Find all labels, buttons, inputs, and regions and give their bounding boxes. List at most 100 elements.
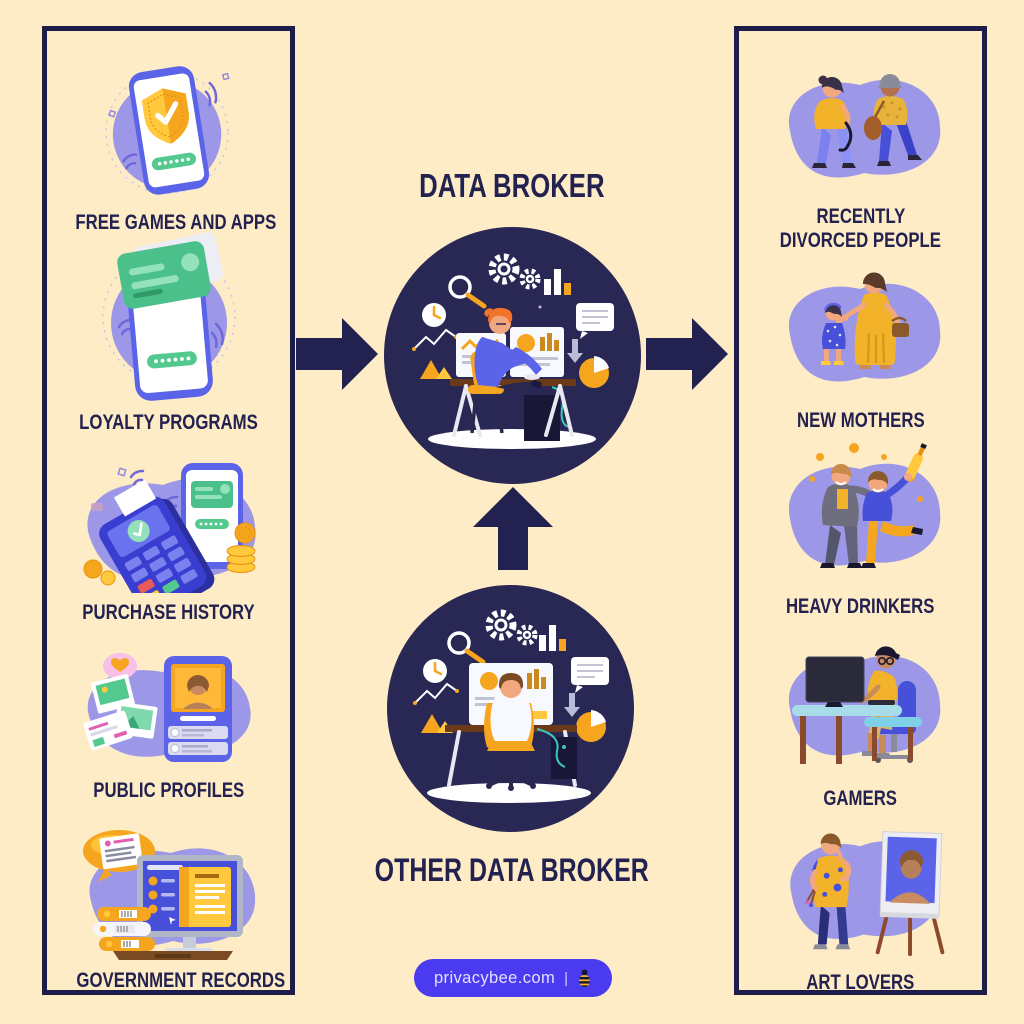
phone-shield-illustration bbox=[104, 66, 230, 195]
man-figure bbox=[863, 74, 922, 166]
shield-check-icon bbox=[141, 88, 189, 144]
magnifier-icon bbox=[448, 275, 487, 309]
site-url: privacybee.com bbox=[433, 968, 556, 987]
left-to-broker-arrow bbox=[296, 318, 378, 390]
item-loyalty-programs: LOYALTY PROGRAMS bbox=[47, 231, 290, 434]
item-government-records: GOVERNMENT RECORDS bbox=[47, 821, 290, 992]
speech-bubble-icon bbox=[571, 657, 609, 693]
umbrella bbox=[838, 121, 852, 152]
privacybee-link[interactable]: privacybee.com | bbox=[414, 959, 612, 997]
bee-icon bbox=[579, 969, 591, 987]
down-arrow-icon bbox=[564, 693, 580, 717]
child-figure bbox=[820, 302, 848, 365]
data-broker-circle bbox=[384, 227, 641, 484]
pc-tower bbox=[524, 386, 569, 441]
binders-stack bbox=[93, 907, 155, 951]
paint-brushes bbox=[805, 888, 816, 905]
separator: | bbox=[564, 969, 569, 987]
gaming-desk bbox=[791, 656, 922, 764]
profile-page-photos-illustration bbox=[83, 653, 251, 762]
down-arrow-icon bbox=[567, 339, 583, 363]
records-monitor-files-illustration bbox=[83, 830, 256, 960]
document-icon bbox=[179, 867, 231, 927]
speech-bubble-icon bbox=[576, 303, 614, 339]
desk bbox=[450, 379, 576, 437]
magnifier-icon bbox=[447, 631, 486, 665]
gear-icon bbox=[485, 609, 538, 646]
line-chart-icon bbox=[413, 682, 459, 705]
item-label: ART LOVERS bbox=[806, 970, 915, 994]
wifi-icon bbox=[121, 81, 217, 170]
other-data-broker-circle bbox=[387, 585, 634, 832]
painter-easel-illustration bbox=[789, 831, 944, 957]
pie-chart-icon bbox=[579, 356, 609, 388]
item-recently-divorced: RECENTLY DIVORCED PEOPLE bbox=[739, 57, 982, 252]
item-label: PURCHASE HISTORY bbox=[82, 600, 255, 624]
item-label: PUBLIC PROFILES bbox=[93, 778, 244, 802]
phone bbox=[128, 66, 209, 195]
man-blue-shirt bbox=[860, 443, 927, 568]
item-art-lovers: ART LOVERS bbox=[739, 811, 982, 994]
id-card bbox=[83, 710, 133, 751]
painter-figure bbox=[804, 833, 851, 950]
data-broker-analyst-illustration bbox=[412, 253, 614, 449]
password-pill bbox=[151, 152, 196, 171]
comment-row bbox=[167, 742, 228, 755]
clock-icon bbox=[422, 303, 446, 327]
item-label: GAMERS bbox=[823, 786, 898, 810]
pie-chart-icon bbox=[576, 710, 606, 742]
broker-to-right-arrow bbox=[646, 318, 728, 390]
coins-icon bbox=[83, 522, 256, 586]
item-label: FREE GAMES AND APPS bbox=[75, 210, 277, 234]
receipt bbox=[113, 479, 157, 517]
heart-bubble-icon bbox=[102, 653, 137, 684]
bottle-icon bbox=[905, 443, 927, 479]
other-data-broker-title: OTHER DATA BROKER bbox=[374, 852, 650, 888]
mountains-icon bbox=[420, 360, 452, 379]
gear-icon bbox=[488, 253, 541, 290]
item-label: NEW MOTHERS bbox=[796, 408, 925, 432]
data-sources-panel: FREE GAMES AND APPS bbox=[42, 26, 295, 995]
loyalty-card-icon bbox=[116, 232, 223, 309]
item-label: HEAVY DRINKERS bbox=[786, 594, 935, 618]
desktop-monitor bbox=[137, 855, 243, 954]
payment-terminal bbox=[99, 496, 215, 593]
analyst-person bbox=[468, 307, 542, 434]
floor-shadow bbox=[427, 783, 591, 803]
woman-figure bbox=[811, 75, 856, 168]
gamer-at-desk-illustration bbox=[788, 646, 940, 764]
data-broker-title: DATA BROKER bbox=[419, 167, 605, 204]
password-pill bbox=[146, 351, 197, 369]
item-label: GOVERNMENT RECORDS bbox=[76, 968, 286, 992]
payment-terminal-coins-illustration bbox=[83, 463, 256, 593]
cursor-icon bbox=[169, 917, 176, 925]
divorced-couple-illustration bbox=[788, 74, 940, 178]
item-label: RECENTLY DIVORCED PEOPLE bbox=[779, 204, 942, 253]
desk-shelf bbox=[113, 951, 233, 960]
phone-loyalty-card-illustration bbox=[101, 232, 236, 401]
drinking-friends-illustration bbox=[788, 443, 940, 568]
comment-row bbox=[167, 726, 228, 739]
other-data-broker-analyst-illustration bbox=[413, 609, 609, 803]
other-broker-up-arrow bbox=[473, 487, 553, 570]
item-purchase-history: PURCHASE HISTORY bbox=[47, 451, 290, 624]
sidebar-buttons bbox=[148, 876, 175, 914]
item-new-mothers: NEW MOTHERS bbox=[739, 261, 982, 432]
item-public-profiles: PUBLIC PROFILES bbox=[47, 646, 290, 802]
man-gray-suit bbox=[819, 463, 876, 568]
item-label: LOYALTY PROGRAMS bbox=[79, 410, 258, 434]
clock-icon bbox=[423, 659, 447, 683]
item-heavy-drinkers: HEAVY DRINKERS bbox=[739, 435, 982, 618]
mother-child-illustration bbox=[788, 272, 940, 382]
mother-figure bbox=[835, 272, 909, 369]
phone bbox=[181, 463, 243, 569]
profile-card bbox=[163, 656, 232, 762]
target-audiences-panel: RECENTLY DIVORCED PEOPLE bbox=[734, 26, 987, 995]
line-chart-icon bbox=[412, 328, 458, 351]
analyst-person-back bbox=[484, 673, 536, 791]
item-free-games-apps: FREE GAMES AND APPS bbox=[47, 53, 290, 234]
phone bbox=[126, 275, 213, 401]
item-gamers: GAMERS bbox=[739, 629, 982, 810]
bar-chart-icon bbox=[544, 269, 571, 295]
